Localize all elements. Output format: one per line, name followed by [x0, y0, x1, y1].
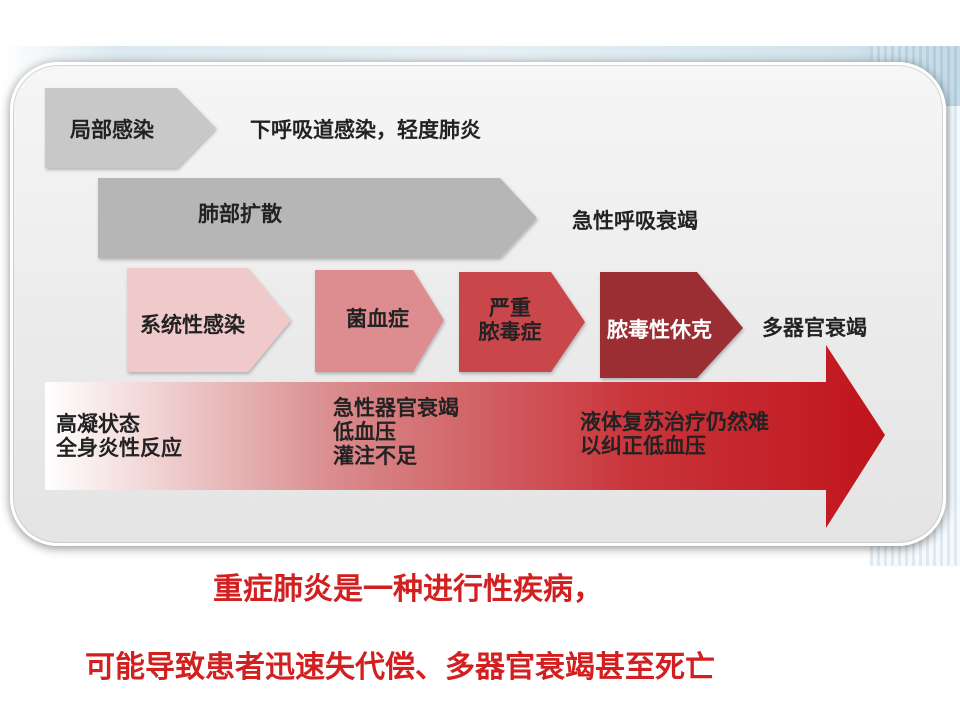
stage-label-lung-spread: 肺部扩散 [198, 202, 282, 226]
stage-arrow-lung-spread [98, 178, 537, 258]
stage-arrow-severe-sepsis [459, 272, 585, 372]
stage-label-septic-shock: 脓毒性休克 [607, 318, 712, 342]
timeline-arrow [45, 345, 885, 528]
conclusion-line-2: 可能导致患者迅速失代偿、多器官衰竭甚至死亡 [85, 650, 715, 685]
timeline-label-hypercoagulation: 高凝状态 全身炎性反应 [56, 412, 182, 460]
stage-label-severe-sepsis: 严重 脓毒症 [478, 296, 542, 344]
timeline-label-fluid-resuscitation: 液体复苏治疗仍然难 以纠正低血压 [580, 410, 769, 458]
stage-label-bacteremia: 菌血症 [346, 307, 409, 331]
stage-arrow-systemic-infection [127, 268, 291, 372]
stage-desc-septic-shock: 多器官衰竭 [762, 316, 867, 340]
timeline-label-organ-failure: 急性器官衰竭 低血压 灌注不足 [333, 396, 459, 468]
stage-arrow-local-infection [45, 88, 216, 168]
stage-desc-local-infection: 下呼吸道感染，轻度肺炎 [250, 118, 481, 142]
stage-label-local-infection: 局部感染 [70, 118, 154, 142]
stage-arrow-bacteremia [315, 270, 444, 372]
stage-arrow-septic-shock [600, 272, 743, 378]
conclusion-line-1: 重症肺炎是一种进行性疾病， [213, 572, 603, 607]
stage-label-systemic-infection: 系统性感染 [140, 313, 245, 337]
stage-desc-lung-spread: 急性呼吸衰竭 [572, 209, 698, 233]
